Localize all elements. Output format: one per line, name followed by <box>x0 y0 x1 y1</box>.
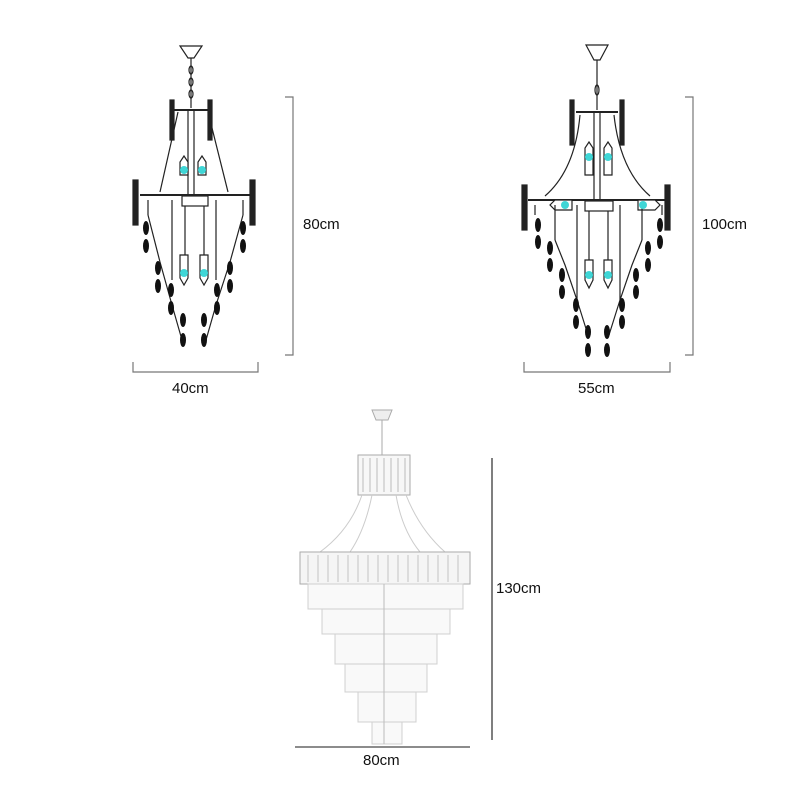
width-label: 40cm <box>172 380 209 397</box>
height-label: 130cm <box>496 580 542 597</box>
chandelier-large: 130cm 80cm <box>0 400 800 800</box>
chandelier-large-drawing <box>295 409 493 748</box>
height-label: 80cm <box>303 216 340 233</box>
chandelier-medium: 100cm 55cm <box>400 0 800 400</box>
chandelier-small-drawing <box>132 45 294 373</box>
chandelier-medium-drawing <box>521 44 694 373</box>
width-dimension-line <box>132 362 259 373</box>
chandelier-small: 80cm 40cm <box>0 0 400 400</box>
width-label: 80cm <box>363 752 400 769</box>
height-dimension-line <box>685 96 694 356</box>
height-dimension-line <box>285 96 294 356</box>
width-label: 55cm <box>578 380 615 397</box>
height-label: 100cm <box>702 216 748 233</box>
width-dimension-line <box>523 362 671 373</box>
